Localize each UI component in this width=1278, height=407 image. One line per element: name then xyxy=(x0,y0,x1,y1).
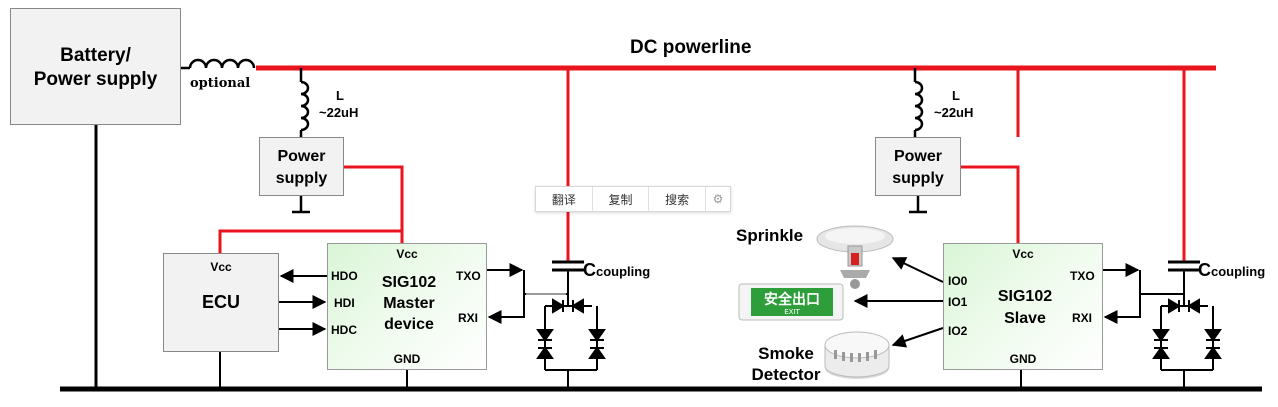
ps-left-line2: supply xyxy=(275,170,328,187)
powerline-label: DC powerline xyxy=(630,37,752,58)
slave-line1: SIG102 xyxy=(997,288,1053,305)
red-wires-left xyxy=(218,68,570,261)
slave-device-arrows xyxy=(853,257,944,348)
slave-pin-io1: IO1 xyxy=(948,295,968,309)
coupling-right-suffix: coupling xyxy=(1211,264,1266,279)
slave-pin-io2: IO2 xyxy=(948,324,968,338)
coupling-left-prefix: C xyxy=(583,260,596,280)
power-supply-left: Power supply xyxy=(259,137,344,196)
ps-right-line1: Power xyxy=(893,148,942,165)
inductor-left-value: ~22uH xyxy=(319,105,359,120)
ecu-title: ECU xyxy=(201,292,240,312)
slave-vcc: Vcc xyxy=(1012,247,1034,261)
master-pin-hdi: HDI xyxy=(334,296,355,310)
bridge-rectifier-right xyxy=(1152,294,1222,389)
coupling-capacitor-right xyxy=(1168,260,1200,294)
red-wires-right xyxy=(961,68,1186,261)
inductor-right-name: L xyxy=(952,88,960,103)
inductor-left-name: L xyxy=(336,88,344,103)
inductor-left-symbol xyxy=(299,68,310,137)
slave-gnd: GND xyxy=(1009,352,1037,366)
master-pin-hdc: HDC xyxy=(331,323,357,337)
master-txo: TXO xyxy=(456,269,481,283)
bridge-rectifier-left xyxy=(536,294,606,389)
exit-sign-cn: 安全出口 xyxy=(764,291,820,308)
ecu-vcc: Vcc xyxy=(210,260,232,274)
ps-left-ground xyxy=(292,196,310,214)
slave-rxi: RXI xyxy=(1072,311,1093,325)
master-vcc: Vcc xyxy=(396,247,418,261)
ecu-box: Vcc ECU xyxy=(163,253,279,352)
master-device-box: Vcc HDO HDI HDC TXO RXI SIG102 Master de… xyxy=(327,243,487,370)
master-gnd: GND xyxy=(393,352,421,366)
copy-button[interactable]: 复制 xyxy=(593,187,650,211)
master-line2: Master xyxy=(383,295,435,312)
master-rxi: RXI xyxy=(458,311,479,325)
settings-gear-icon[interactable]: ⚙ xyxy=(712,192,724,206)
exit-sign-en: EXIT xyxy=(784,308,800,316)
sprinkler-image xyxy=(816,225,894,289)
slave-pin-io0: IO0 xyxy=(948,274,968,288)
master-pin-hdo: HDO xyxy=(331,269,358,283)
optional-label: optional xyxy=(190,76,251,91)
master-line3: device xyxy=(384,316,434,333)
translate-button[interactable]: 翻译 xyxy=(536,187,593,211)
slave-txrx-wires xyxy=(1020,263,1184,389)
master-line1: SIG102 xyxy=(381,274,437,291)
coupling-right-prefix: C xyxy=(1198,260,1211,280)
battery-line1: Battery/ xyxy=(60,45,131,66)
slave-txo: TXO xyxy=(1070,269,1095,283)
ps-left-line1: Power xyxy=(277,148,326,165)
inductor-right-value: ~22uH xyxy=(934,105,974,120)
smoke-label-line2: Detector xyxy=(751,365,821,384)
optional-inductor-symbol xyxy=(181,58,256,70)
coupling-capacitor-left xyxy=(552,260,584,294)
ps-right-line2: supply xyxy=(892,170,944,187)
slave-line2: Slave xyxy=(1004,310,1046,327)
search-button[interactable]: 搜索 xyxy=(649,187,707,211)
coupling-left-suffix: coupling xyxy=(596,264,651,279)
inductor-right-symbol xyxy=(913,68,924,137)
smoke-detector-image xyxy=(824,331,890,379)
smoke-label-line1: Smoke xyxy=(758,344,814,363)
battery-line2: Power supply xyxy=(33,69,158,90)
text-selection-toolbar: 翻译 复制 搜索 ⚙ xyxy=(535,186,731,212)
exit-sign-image: 安全出口 EXIT xyxy=(738,283,844,321)
ps-right-ground xyxy=(909,196,927,214)
slave-device-box: Vcc IO0 IO1 IO2 TXO RXI SIG102 Slave GND xyxy=(943,243,1103,370)
ecu-master-arrows xyxy=(279,269,327,336)
coupling-label-right: Ccoupling xyxy=(1198,260,1265,281)
battery-box: Battery/ Power supply xyxy=(10,8,181,125)
coupling-label-left: Ccoupling xyxy=(583,260,650,281)
power-supply-right: Power supply xyxy=(875,137,961,196)
sprinkle-label: Sprinkle xyxy=(736,226,804,245)
